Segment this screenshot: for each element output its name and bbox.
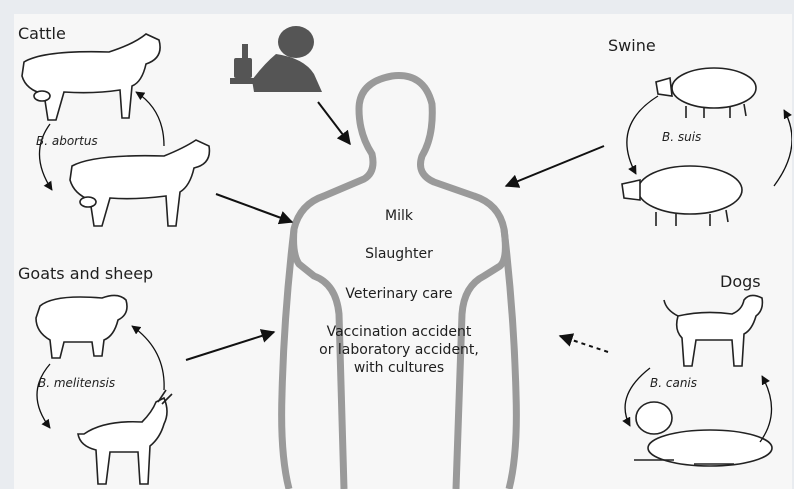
sheep-icon	[36, 295, 127, 358]
cycle-arrow-swine-left	[627, 96, 658, 174]
route-slaughter: Slaughter	[344, 246, 454, 262]
arrow-cattle-to-human	[216, 194, 292, 222]
route-with-cultures: with cultures	[304, 360, 494, 376]
microscope-worker-icon	[230, 26, 322, 92]
arrow-worker-to-human	[318, 102, 350, 144]
cow-icon-bottom	[70, 140, 209, 226]
route-vaccination-accident: Vaccination accident	[304, 324, 494, 340]
route-milk: Milk	[344, 208, 454, 224]
cycle-arrow-goats-left	[37, 364, 50, 428]
arrow-swine-to-human	[506, 146, 604, 186]
arrow-goats-to-human	[186, 332, 274, 360]
pig-icon-bottom	[622, 166, 742, 226]
goat-icon	[78, 390, 172, 484]
cattle-title: Cattle	[18, 24, 66, 43]
cycle-arrow-dogs-right	[760, 376, 772, 442]
cycle-arrow-swine-right	[774, 110, 792, 186]
route-veterinary-care: Veterinary care	[324, 286, 474, 302]
dog-icon-standing	[664, 295, 762, 366]
human-left-arm	[282, 229, 294, 489]
arrow-dogs-to-human	[560, 336, 608, 352]
human-silhouette	[294, 76, 506, 489]
cow-icon-top	[22, 34, 160, 120]
pig-icon-top	[656, 68, 756, 118]
species-b-abortus: B. abortus	[36, 134, 98, 148]
species-b-canis: B. canis	[650, 376, 697, 390]
diagram-panel: Cattle Swine Goats and sheep Dogs B. abo…	[14, 14, 792, 489]
species-b-melitensis: B. melitensis	[38, 376, 115, 390]
route-laboratory-accident: or laboratory accident,	[304, 342, 494, 358]
cycle-arrow-goats-right	[132, 326, 164, 390]
goats-sheep-title: Goats and sheep	[18, 264, 153, 283]
dogs-title: Dogs	[720, 272, 761, 291]
cycle-arrow-cattle-right	[136, 92, 164, 146]
dog-icon-lying	[634, 402, 772, 466]
species-b-suis: B. suis	[662, 130, 701, 144]
swine-title: Swine	[608, 36, 656, 55]
human-right-arm	[504, 229, 516, 489]
